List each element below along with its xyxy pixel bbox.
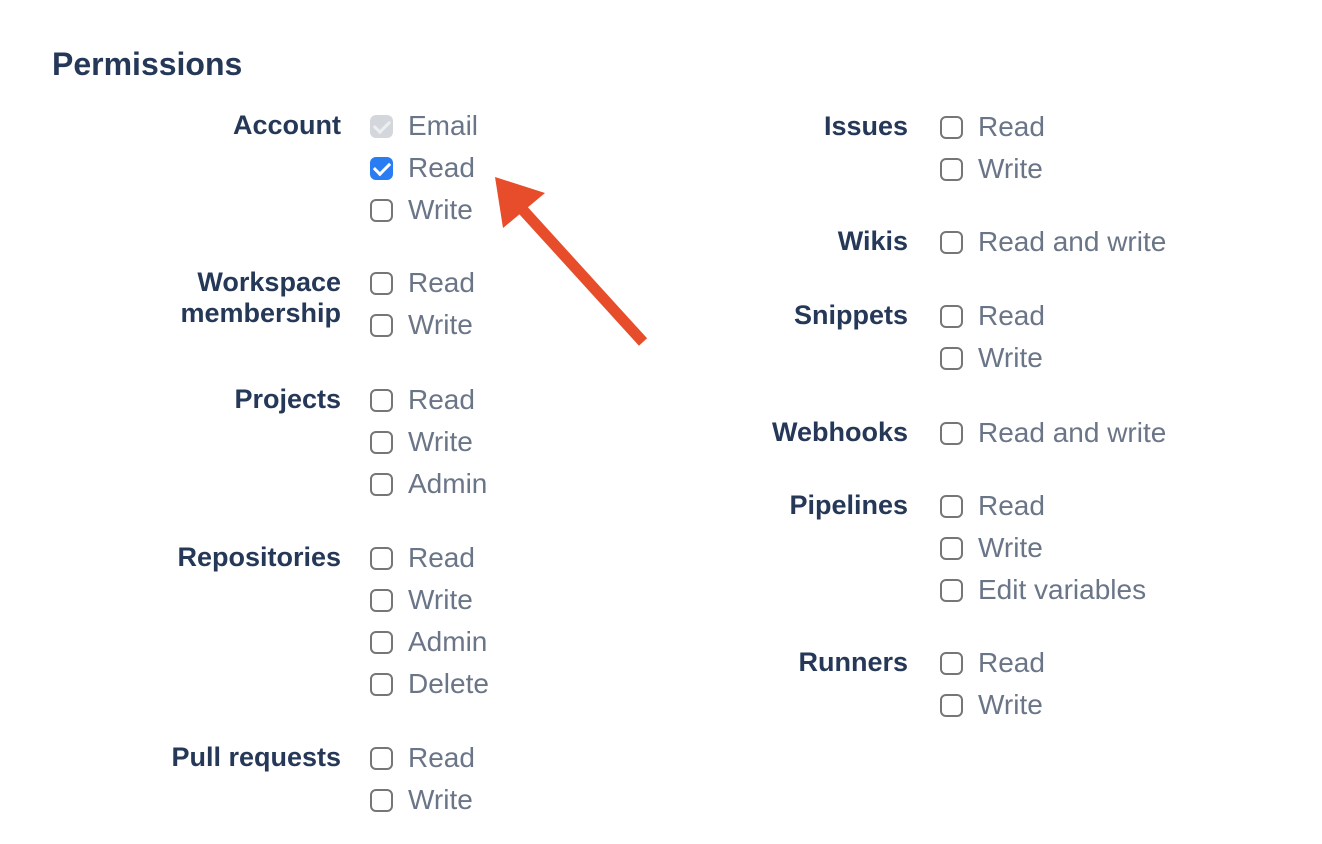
checkbox-snippets-write[interactable] bbox=[940, 346, 963, 370]
checkbox-projects-read[interactable] bbox=[370, 388, 393, 412]
permission-group-workspace-membership: Workspace membership Read Write bbox=[0, 267, 475, 355]
option-label: Email bbox=[408, 110, 479, 141]
permission-group-snippets: Snippets Read Write bbox=[600, 300, 1045, 388]
permission-group-runners: Runners Read Write bbox=[600, 647, 1045, 735]
option-label: Write bbox=[408, 309, 473, 340]
option-label: Read bbox=[408, 384, 475, 415]
option-label: Admin bbox=[408, 468, 488, 499]
option-pipelines-read[interactable]: Read bbox=[940, 490, 1146, 521]
checkbox-workspace-read[interactable] bbox=[370, 271, 393, 295]
option-label: Admin bbox=[408, 626, 488, 657]
option-webhooks-read-and-write[interactable]: Read and write bbox=[940, 417, 1167, 448]
option-label: Write bbox=[408, 426, 473, 457]
group-label-issues: Issues bbox=[823, 111, 908, 141]
option-label: Read and write bbox=[978, 417, 1167, 448]
option-label: Read bbox=[408, 542, 475, 573]
checkbox-wikis-read-and-write[interactable] bbox=[940, 230, 963, 254]
checkbox-pull-requests-write[interactable] bbox=[370, 788, 393, 812]
option-workspace-write[interactable]: Write bbox=[370, 309, 475, 340]
option-workspace-read[interactable]: Read bbox=[370, 267, 475, 298]
checkbox-projects-admin[interactable] bbox=[370, 472, 393, 496]
group-label-snippets: Snippets bbox=[793, 300, 908, 330]
group-label-account: Account bbox=[233, 110, 341, 140]
checkbox-pull-requests-read[interactable] bbox=[370, 746, 393, 770]
option-wikis-read-and-write[interactable]: Read and write bbox=[940, 226, 1167, 257]
option-snippets-write[interactable]: Write bbox=[940, 342, 1045, 373]
checkbox-projects-write[interactable] bbox=[370, 430, 393, 454]
option-issues-read[interactable]: Read bbox=[940, 111, 1045, 142]
option-pull-requests-write[interactable]: Write bbox=[370, 784, 475, 815]
option-account-read[interactable]: Read bbox=[370, 152, 478, 183]
checkbox-repositories-delete[interactable] bbox=[370, 672, 393, 696]
option-runners-read[interactable]: Read bbox=[940, 647, 1045, 678]
option-label: Delete bbox=[408, 668, 489, 699]
checkbox-pipelines-read[interactable] bbox=[940, 494, 963, 518]
option-label: Read bbox=[978, 111, 1045, 142]
group-label-runners: Runners bbox=[798, 647, 908, 677]
checkbox-account-write[interactable] bbox=[370, 198, 393, 222]
group-label-projects: Projects bbox=[234, 384, 341, 414]
group-label-workspace-membership: Workspace membership bbox=[180, 267, 341, 328]
checkbox-snippets-read[interactable] bbox=[940, 304, 963, 328]
option-label: Read bbox=[978, 490, 1045, 521]
option-projects-admin[interactable]: Admin bbox=[370, 468, 488, 499]
permission-group-account: Account Email Read Write bbox=[0, 110, 479, 240]
option-label: Read bbox=[408, 267, 475, 298]
option-label: Write bbox=[408, 584, 473, 615]
option-account-write[interactable]: Write bbox=[370, 194, 478, 225]
option-runners-write[interactable]: Write bbox=[940, 689, 1045, 720]
checkbox-account-email[interactable] bbox=[370, 114, 393, 138]
permission-group-issues: Issues Read Write bbox=[600, 111, 1045, 199]
option-label: Write bbox=[978, 532, 1043, 563]
option-repositories-delete[interactable]: Delete bbox=[370, 668, 489, 699]
permission-group-projects: Projects Read Write Admin bbox=[0, 384, 488, 514]
checkbox-issues-write[interactable] bbox=[940, 157, 963, 181]
checkbox-workspace-write[interactable] bbox=[370, 313, 393, 337]
permission-group-wikis: Wikis Read and write bbox=[600, 226, 1167, 272]
group-label-webhooks: Webhooks bbox=[771, 417, 908, 447]
group-label-wikis: Wikis bbox=[837, 226, 908, 256]
option-label: Write bbox=[408, 784, 473, 815]
option-label: Read bbox=[408, 152, 475, 183]
permission-group-webhooks: Webhooks Read and write bbox=[600, 417, 1167, 463]
group-label-pipelines: Pipelines bbox=[789, 490, 908, 520]
option-projects-write[interactable]: Write bbox=[370, 426, 487, 457]
checkbox-pipelines-edit-variables[interactable] bbox=[940, 578, 963, 602]
checkbox-runners-read[interactable] bbox=[940, 651, 963, 675]
option-account-email[interactable]: Email bbox=[370, 110, 479, 141]
permission-group-pull-requests: Pull requests Read Write bbox=[0, 742, 475, 830]
checkbox-account-read[interactable] bbox=[370, 156, 393, 180]
checkbox-pipelines-write[interactable] bbox=[940, 536, 963, 560]
option-issues-write[interactable]: Write bbox=[940, 153, 1045, 184]
option-snippets-read[interactable]: Read bbox=[940, 300, 1045, 331]
option-pull-requests-read[interactable]: Read bbox=[370, 742, 475, 773]
page-title: Permissions bbox=[52, 46, 243, 82]
checkbox-webhooks-read-and-write[interactable] bbox=[940, 421, 963, 445]
option-projects-read[interactable]: Read bbox=[370, 384, 487, 415]
checkbox-repositories-write[interactable] bbox=[370, 588, 393, 612]
option-label: Edit variables bbox=[978, 574, 1147, 605]
checkbox-issues-read[interactable] bbox=[940, 115, 963, 139]
checkbox-runners-write[interactable] bbox=[940, 693, 963, 717]
permission-group-repositories: Repositories Read Write Admin Delete bbox=[0, 542, 489, 714]
option-repositories-write[interactable]: Write bbox=[370, 584, 489, 615]
group-label-repositories: Repositories bbox=[177, 542, 341, 572]
option-label: Write bbox=[978, 153, 1043, 184]
option-label: Read and write bbox=[978, 226, 1167, 257]
checkbox-repositories-admin[interactable] bbox=[370, 630, 393, 654]
group-label-pull-requests: Pull requests bbox=[171, 742, 341, 772]
option-pipelines-edit-variables[interactable]: Edit variables bbox=[940, 574, 1147, 605]
option-pipelines-write[interactable]: Write bbox=[940, 532, 1146, 563]
permission-group-pipelines: Pipelines Read Write Edit variables bbox=[600, 490, 1147, 620]
option-label: Read bbox=[408, 742, 475, 773]
option-label: Write bbox=[978, 689, 1043, 720]
option-repositories-read[interactable]: Read bbox=[370, 542, 489, 573]
option-label: Read bbox=[978, 647, 1045, 678]
option-label: Read bbox=[978, 300, 1045, 331]
checkbox-repositories-read[interactable] bbox=[370, 546, 393, 570]
option-label: Write bbox=[408, 194, 473, 225]
option-repositories-admin[interactable]: Admin bbox=[370, 626, 489, 657]
option-label: Write bbox=[978, 342, 1043, 373]
